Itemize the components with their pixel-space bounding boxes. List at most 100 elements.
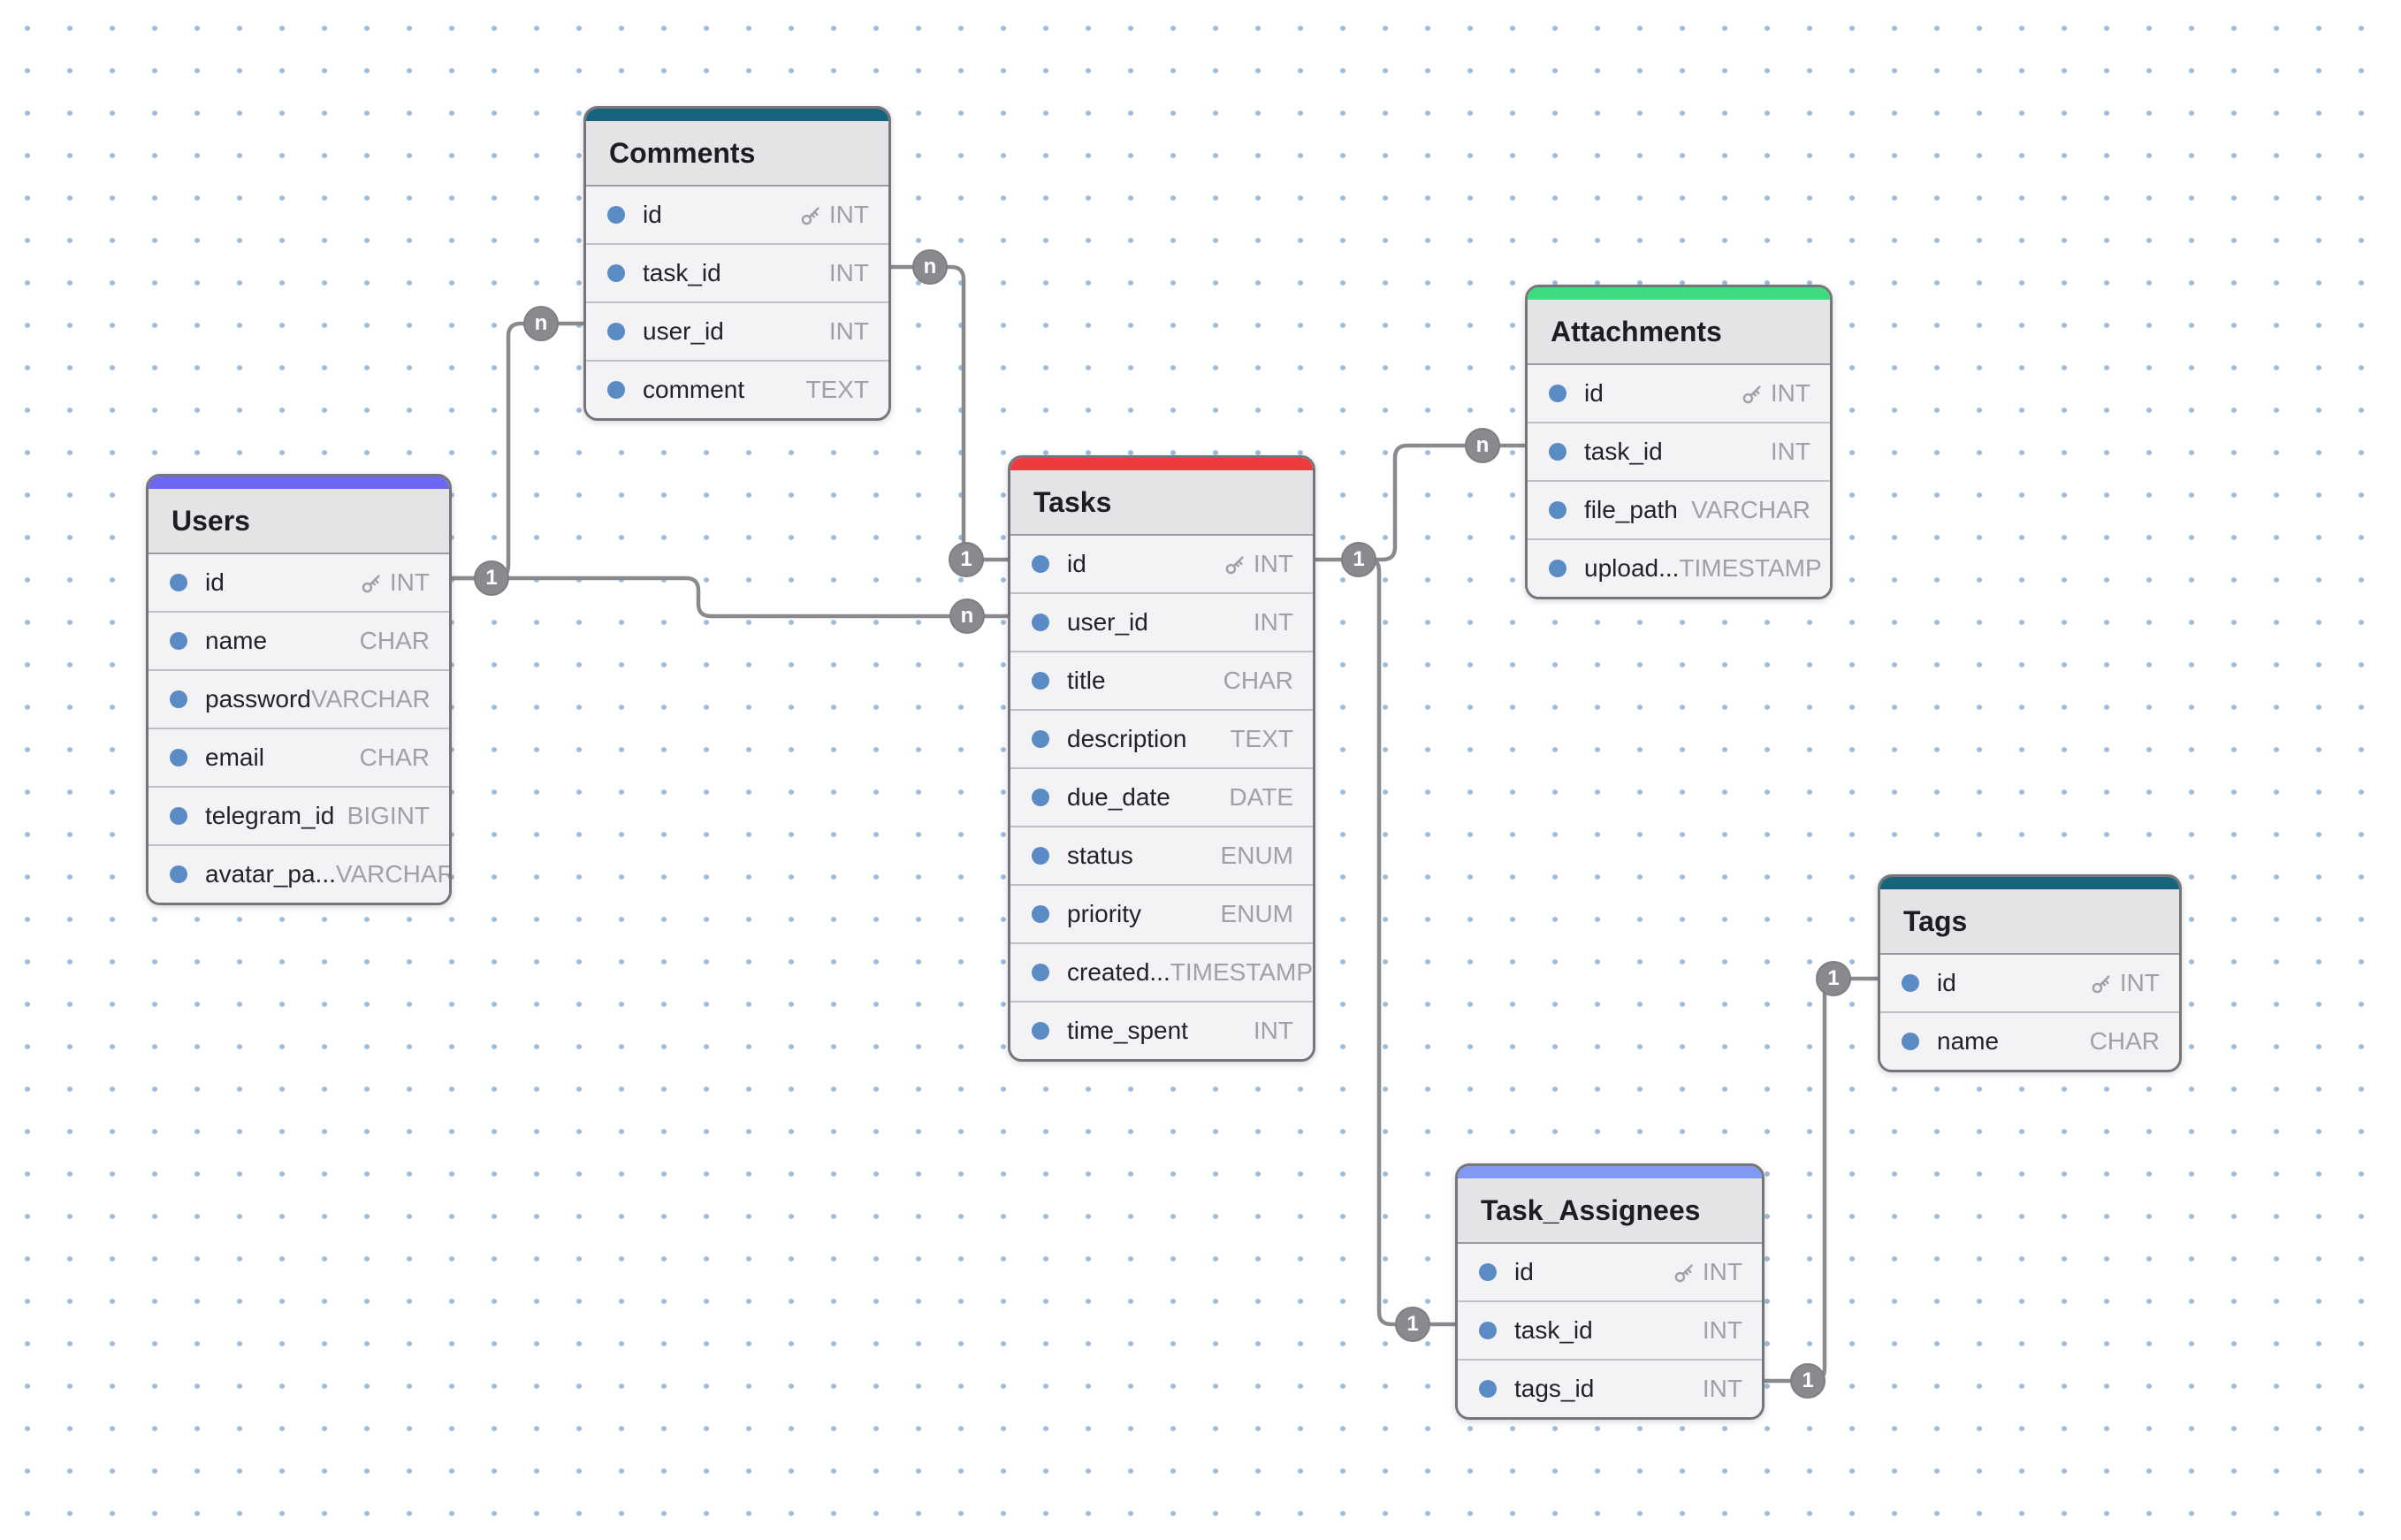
- field-dot-icon: [607, 381, 625, 399]
- relationship-line-users-id--tasks-user-id[interactable]: [449, 576, 1010, 619]
- primary-key-icon: [2092, 974, 2110, 993]
- relationship-line-tasks-id--attachments-task-id[interactable]: [1313, 443, 1528, 562]
- field-type: CHAR: [2089, 1027, 2160, 1055]
- primary-key-icon: [1742, 385, 1761, 403]
- field-row-created[interactable]: created...TIMESTAMP: [1010, 942, 1313, 1001]
- field-type: TEXT: [805, 376, 869, 403]
- field-dot-icon: [1032, 964, 1049, 981]
- field-type: INT: [360, 568, 430, 597]
- table-title-attachments[interactable]: Attachments: [1528, 300, 1830, 365]
- field-dot-icon: [1032, 847, 1049, 865]
- field-dot-icon: [1549, 443, 1566, 461]
- table-title-tasks[interactable]: Tasks: [1010, 470, 1313, 536]
- cardinality-badge-n: n: [912, 249, 948, 285]
- field-type: INT: [1741, 379, 1810, 408]
- field-row-email[interactable]: email CHAR: [149, 728, 449, 786]
- field-type: VARCHAR: [310, 685, 431, 713]
- field-type: CHAR: [359, 627, 430, 654]
- field-row-user-id[interactable]: user_id INT: [586, 301, 888, 360]
- field-name: id: [643, 201, 662, 228]
- field-row-upload[interactable]: upload...TIMESTAMP: [1528, 538, 1830, 597]
- field-dot-icon: [607, 206, 625, 224]
- field-name: task_id: [1584, 438, 1663, 465]
- relationship-line-tasks-id--task-assignees-task-id[interactable]: [1359, 557, 1458, 1327]
- table-title-tags[interactable]: Tags: [1880, 889, 2179, 955]
- field-dot-icon: [607, 264, 625, 282]
- cardinality-badge-1: 1: [1341, 542, 1376, 577]
- table-title-comments[interactable]: Comments: [586, 121, 888, 187]
- field-name: id: [1584, 379, 1604, 407]
- field-name: user_id: [1067, 608, 1148, 636]
- field-row-avatar-pa[interactable]: avatar_pa...VARCHAR: [149, 844, 449, 903]
- field-name: due_date: [1067, 783, 1170, 811]
- field-name: name: [205, 627, 268, 654]
- field-type: INT: [828, 259, 869, 286]
- table-title-task-assignees[interactable]: Task_Assignees: [1458, 1178, 1762, 1244]
- relationship-line-users-id--comments-user-id[interactable]: [449, 321, 586, 581]
- field-name: status: [1067, 842, 1133, 869]
- field-name: id: [1937, 969, 1956, 996]
- field-name: avatar_pa...: [205, 860, 336, 888]
- field-row-id[interactable]: id INT: [1528, 365, 1830, 422]
- field-type: TIMESTAMP: [1679, 554, 1822, 582]
- cardinality-badge-1: 1: [1395, 1307, 1430, 1342]
- relationship-line-tags-id--task-assignees-tags-id[interactable]: [1762, 976, 1880, 1384]
- field-type: TEXT: [1230, 725, 1293, 752]
- field-dot-icon: [1032, 905, 1049, 923]
- table-title-users[interactable]: Users: [149, 489, 449, 554]
- field-type: INT: [828, 317, 869, 345]
- field-dot-icon: [1032, 672, 1049, 690]
- field-name: password: [205, 685, 311, 713]
- field-name: file_path: [1584, 496, 1678, 523]
- field-name: user_id: [643, 317, 724, 345]
- field-row-due-date[interactable]: due_date DATE: [1010, 767, 1313, 826]
- field-dot-icon: [170, 574, 187, 591]
- field-dot-icon: [1549, 385, 1566, 402]
- field-type: VARCHAR: [335, 860, 452, 888]
- table-accent-bar: [1458, 1166, 1762, 1178]
- field-type: INT: [1223, 550, 1293, 578]
- primary-key-icon: [1674, 1263, 1693, 1282]
- field-dot-icon: [170, 865, 187, 883]
- relationship-line-tasks-id--comments-task-id[interactable]: [888, 264, 1010, 562]
- field-dot-icon: [1032, 789, 1049, 806]
- field-row-name[interactable]: name CHAR: [149, 611, 449, 669]
- field-type: DATE: [1229, 783, 1293, 811]
- field-dot-icon: [1479, 1263, 1497, 1281]
- field-type: CHAR: [359, 743, 430, 771]
- field-dot-icon: [170, 632, 187, 650]
- cardinality-badge-n: n: [1465, 428, 1500, 463]
- field-name: email: [205, 743, 264, 771]
